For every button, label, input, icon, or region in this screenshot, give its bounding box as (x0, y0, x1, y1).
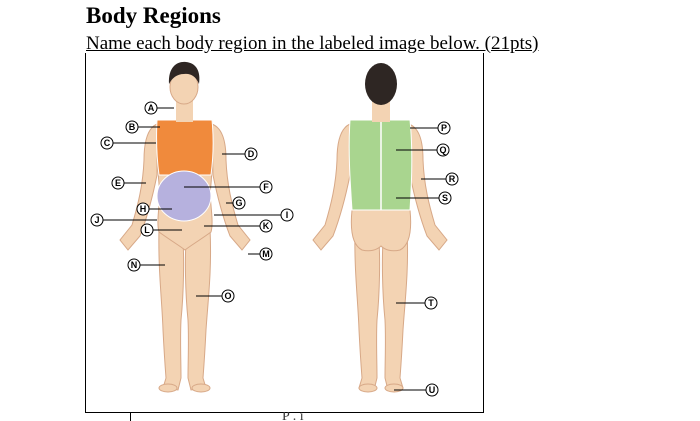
back-left-foot (358, 383, 378, 393)
back-left-arm (312, 123, 351, 251)
leader-lines (103, 107, 446, 391)
marker-s: S (438, 191, 452, 205)
svg-text:D: D (248, 149, 255, 159)
back-head (365, 63, 397, 105)
front-right-leg (184, 227, 212, 391)
svg-text:R: R (449, 174, 456, 184)
front-left-leg (158, 227, 185, 391)
front-hair (168, 61, 200, 84)
front-figure (119, 61, 251, 393)
front-right-arm (211, 123, 251, 251)
marker-b: B (125, 120, 139, 134)
marker-r: R (445, 172, 459, 186)
svg-text:S: S (442, 193, 448, 203)
front-left-foot (158, 383, 178, 393)
svg-text:E: E (115, 178, 121, 188)
svg-text:P: P (441, 123, 447, 133)
front-right-foot (191, 383, 211, 393)
svg-text:G: G (235, 198, 242, 208)
svg-text:J: J (94, 215, 99, 225)
svg-text:M: M (262, 249, 270, 259)
svg-text:H: H (140, 204, 147, 214)
back-right-leg (381, 227, 409, 391)
svg-text:O: O (224, 291, 231, 301)
frame-tick (130, 412, 131, 421)
marker-o: O (221, 289, 235, 303)
svg-text:T: T (428, 298, 434, 308)
svg-text:Q: Q (439, 145, 446, 155)
marker-t: T (424, 296, 438, 310)
label-markers: A B C D E F G H I J K L M N O P Q R S T … (90, 101, 459, 397)
marker-m: M (259, 247, 273, 261)
abdominal-region (156, 170, 212, 222)
back-right-arm (408, 123, 448, 251)
svg-text:I: I (286, 210, 289, 220)
back-left-leg (354, 227, 381, 391)
marker-h: H (136, 202, 150, 216)
marker-k: K (259, 219, 273, 233)
back-right-foot (384, 383, 404, 393)
svg-text:A: A (148, 103, 155, 113)
marker-a: A (144, 101, 158, 115)
marker-u: U (425, 383, 439, 397)
instruction-text: Name each body region in the labeled ima… (86, 32, 539, 56)
svg-text:L: L (144, 225, 150, 235)
back-buttocks (350, 209, 412, 252)
marker-n: N (127, 258, 141, 272)
marker-q: Q (436, 143, 450, 157)
frame-bottom-rule (85, 412, 483, 413)
marker-p: P (437, 121, 451, 135)
marker-i: I (280, 208, 294, 222)
marker-c: C (100, 136, 114, 150)
marker-l: L (140, 223, 154, 237)
svg-text:K: K (263, 221, 270, 231)
svg-text:U: U (429, 385, 436, 395)
back-figure (312, 63, 448, 393)
marker-d: D (244, 147, 258, 161)
svg-text:B: B (129, 122, 136, 132)
figure-frame (85, 53, 484, 413)
svg-text:N: N (131, 260, 138, 270)
marker-g: G (232, 196, 246, 210)
marker-f: F (259, 180, 273, 194)
thoracic-region (156, 119, 214, 176)
marker-e: E (111, 176, 125, 190)
svg-text:C: C (104, 138, 111, 148)
front-neck (176, 100, 193, 122)
back-neck (372, 100, 390, 122)
cut-off-caption: P . i (282, 412, 304, 421)
svg-text:F: F (263, 182, 269, 192)
marker-j: J (90, 213, 104, 227)
instruction-underlined: Name each body region in the labeled ima… (86, 33, 539, 54)
page-title: Body Regions (86, 3, 221, 28)
